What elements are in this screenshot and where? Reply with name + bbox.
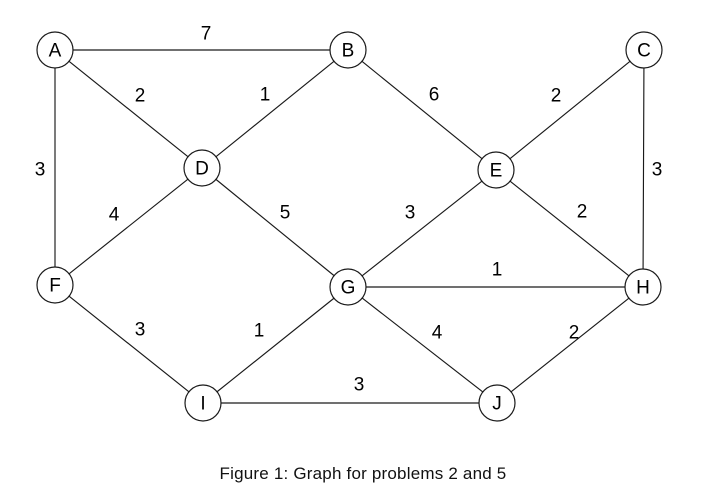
- graph-node-e[interactable]: E: [477, 151, 515, 189]
- graph-edge-g-i: [216, 297, 335, 393]
- node-label-e: E: [490, 161, 503, 182]
- figure-caption: Figure 1: Graph for problems 2 and 5: [219, 464, 507, 483]
- edge-weight-h-j: 2: [569, 323, 580, 344]
- edge-weight-b-e: 6: [429, 85, 440, 106]
- graph-edge-h-j: [510, 297, 630, 393]
- node-label-h: H: [636, 278, 650, 299]
- node-circle-j[interactable]: [478, 384, 516, 422]
- graph-node-b[interactable]: B: [329, 31, 367, 69]
- edge-weight-e-g: 3: [405, 203, 416, 224]
- node-circle-h[interactable]: [624, 268, 662, 306]
- graph-edge-b-e: [361, 60, 483, 160]
- graph-edge-d-g: [215, 178, 335, 277]
- edges-layer: [54, 49, 645, 404]
- edge-weight-c-h: 3: [652, 160, 663, 181]
- edge-weight-i-j: 3: [354, 375, 365, 396]
- node-circle-f[interactable]: [36, 266, 74, 304]
- edge-weights-layer: 7 2 3 1 6 2 3 4 5 3 2 3 1 1 4 2 3: [35, 24, 663, 396]
- graph-node-h[interactable]: H: [624, 268, 662, 306]
- edge-weight-c-e: 2: [551, 86, 562, 107]
- node-label-g: G: [341, 278, 356, 299]
- edge-weight-a-f: 3: [35, 160, 46, 181]
- graph-edge-b-d: [215, 60, 335, 158]
- node-circle-e[interactable]: [477, 151, 515, 189]
- edge-weight-b-d: 1: [260, 85, 271, 106]
- edge-weight-g-h: 1: [492, 260, 503, 281]
- node-label-j: J: [492, 394, 502, 415]
- node-circle-a[interactable]: [36, 31, 74, 69]
- graph-node-a[interactable]: A: [36, 31, 74, 69]
- nodes-layer: A B C D E F G H I J: [36, 31, 663, 422]
- node-circle-c[interactable]: [625, 31, 663, 69]
- edge-weight-e-h: 2: [577, 202, 588, 223]
- node-label-i: I: [200, 394, 205, 415]
- node-circle-i[interactable]: [184, 384, 222, 422]
- edge-weight-a-d: 2: [135, 86, 146, 107]
- graph-node-i[interactable]: I: [184, 384, 222, 422]
- graph-node-j[interactable]: J: [478, 384, 516, 422]
- graph-node-f[interactable]: F: [36, 266, 74, 304]
- edge-weight-a-b: 7: [201, 24, 212, 45]
- node-label-d: D: [195, 159, 209, 180]
- graph-edge-e-h: [509, 180, 630, 277]
- graph-edge-c-h: [642, 67, 645, 270]
- graph-edge-d-f: [68, 178, 189, 275]
- graph-edge-f-i: [68, 295, 190, 393]
- edge-weight-d-f: 4: [109, 205, 120, 226]
- edge-weight-g-j: 4: [432, 323, 443, 344]
- node-circle-b[interactable]: [329, 31, 367, 69]
- edge-weight-d-g: 5: [280, 203, 291, 224]
- edge-weight-f-i: 3: [135, 320, 146, 341]
- edge-weight-g-i: 1: [254, 321, 265, 342]
- graph-node-g[interactable]: G: [329, 268, 367, 306]
- node-label-a: A: [49, 41, 62, 62]
- node-label-f: F: [49, 276, 61, 297]
- node-circle-d[interactable]: [183, 149, 221, 187]
- graph-node-d[interactable]: D: [183, 149, 221, 187]
- graph-edge-g-j: [361, 297, 484, 393]
- graph-edge-a-d: [68, 60, 189, 158]
- graph-node-c[interactable]: C: [625, 31, 663, 69]
- graph-edge-c-e: [509, 60, 631, 160]
- node-circle-g[interactable]: [329, 268, 367, 306]
- graph-edge-e-g: [361, 180, 483, 277]
- node-label-b: B: [342, 41, 355, 62]
- node-label-c: C: [637, 41, 651, 62]
